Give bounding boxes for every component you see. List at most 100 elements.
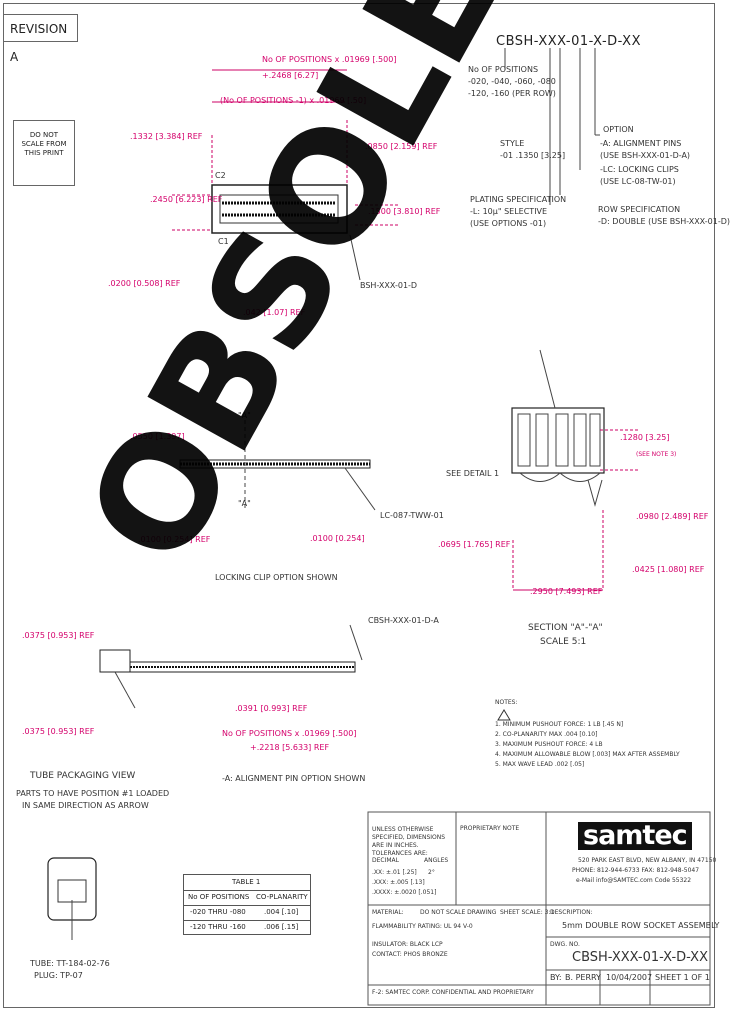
cbsh-label: CBSH-XXX-01-D-A: [368, 616, 439, 625]
label-c2: C2: [215, 171, 226, 180]
tolerance-angles: ANGLES: [424, 857, 449, 864]
spec-plating: PLATING SPECIFICATION: [470, 195, 567, 204]
spec-style: STYLE: [500, 139, 525, 148]
by-name: B. PERRY: [565, 973, 601, 982]
spec-per-row: -120, -160 (PER ROW): [468, 89, 556, 98]
spec-option-lc: -LC: LOCKING CLIPS: [600, 165, 679, 174]
dim-ref-13: .0980 [2.489] REF: [636, 512, 709, 521]
address-1: 520 PARK EAST BLVD, NEW ALBANY, IN 47150: [578, 857, 717, 864]
donot-line-1: DO NOT: [29, 131, 59, 139]
dim-ref-19: +.2218 [5.633] REF: [250, 743, 330, 752]
dim-ref-12: .0425 [1.080] REF: [632, 565, 705, 574]
note-2: 2. CO-PLANARITY MAX .004 [0.10]: [495, 731, 598, 738]
samtec-logo: samtec: [578, 822, 692, 850]
donot-line-2: SCALE FROM: [21, 140, 67, 149]
dim-ref-8: .0100 [0.254] REF: [138, 535, 211, 544]
tube-note-1: PARTS TO HAVE POSITION #1 LOADED: [16, 789, 170, 798]
dim-ref-5: .0200 [0.508] REF: [108, 279, 181, 288]
dim-ref-18: No OF POSITIONS x .01969 [.500]: [222, 729, 357, 738]
section-marker-top: "A": [238, 411, 251, 420]
spec-plating-note: (USE OPTIONS -01): [470, 219, 547, 228]
dim-ref-15: .0375 [0.953] REF: [22, 631, 95, 640]
tube-bottom-1: TUBE: TT-184-02-76: [30, 959, 110, 968]
table-cell: -020 THRU -080: [190, 908, 246, 916]
address-3: e-Mail info@SAMTEC.com Code 55322: [576, 877, 692, 884]
table-cell: -120 THRU -160: [190, 923, 246, 931]
spec-plating-val: -L: 10µ" SELECTIVE: [470, 207, 548, 216]
table-1-header-positions: No OF POSITIONS: [188, 893, 250, 901]
spec-style-val: -01 .1350 [3.25]: [500, 151, 566, 160]
material-1: INSULATOR: BLACK LCP: [372, 941, 443, 948]
material-label: MATERIAL:: [372, 909, 404, 916]
tube-title: TUBE PACKAGING VIEW: [30, 771, 136, 781]
section-scale: SCALE 5:1: [540, 637, 587, 647]
dim-ref-17: .0391 [0.993] REF: [235, 704, 308, 713]
dim-ref-14: .1280 [3.25]: [620, 433, 670, 442]
spec-row-val: -D: DOUBLE (USE BSH-XXX-01-D): [598, 217, 730, 226]
bsh-label: BSH-XXX-01-D: [360, 281, 418, 290]
sheet-scale: SHEET SCALE: 3:1: [500, 909, 555, 916]
spec-no-positions: No OF POSITIONS: [468, 65, 539, 74]
note-3: 3. MAXIMUM PUSHOUT FORCE: 4 LB: [495, 741, 603, 748]
dim-ref-4: .1500 [3.810] REF: [368, 207, 441, 216]
address-2: PHONE: 812-944-6733 FAX: 812-948-5047: [572, 867, 700, 874]
spec-row: ROW SPECIFICATION: [598, 205, 681, 214]
tube-note-2: IN SAME DIRECTION AS ARROW: [22, 801, 149, 810]
tolerance-angle-val: 2°: [428, 869, 435, 876]
donot-line-3: THIS PRINT: [24, 149, 64, 158]
description-label: DESCRIPTION:: [550, 909, 593, 916]
drawing-frame: [3, 3, 715, 1008]
part-number-top: CBSH-XXX-01-X-D-XX: [496, 34, 641, 49]
do-not-scale-drawing: DO NOT SCALE DRAWING: [420, 909, 497, 916]
dim-ref-16: .0375 [0.953] REF: [22, 727, 95, 736]
date: 10/04/2007: [606, 973, 653, 982]
table-1: TABLE 1 No OF POSITIONS CO-PLANARITY -02…: [183, 874, 311, 935]
table-cell: .004 [.10]: [264, 908, 299, 916]
revision-box: REVISION A: [3, 14, 78, 64]
description: 5mm DOUBLE ROW SOCKET ASSEMBLY: [562, 921, 720, 930]
proprietary-note: PROPRIETARY NOTE: [460, 825, 520, 832]
table-row: -020 THRU -080 .004 [.10]: [184, 905, 310, 921]
table-cell: .006 [.15]: [264, 923, 299, 931]
material-3: FLAMMABILITY RATING: UL 94 V-0: [372, 923, 473, 930]
section-title: SECTION "A"-"A": [528, 623, 603, 633]
footer-note: F-2: SAMTEC CORP. CONFIDENTIAL AND PROPR…: [372, 989, 534, 996]
spec-option: OPTION: [603, 125, 634, 134]
dwg-label: DWG. NO.: [550, 941, 580, 948]
dim-ref-11: .2950 [7.493] REF: [530, 587, 603, 596]
spec-option-lc2: (USE LC-08-TW-01): [600, 177, 676, 186]
note-5: 5. MAX WAVE LEAD .002 [.05]: [495, 761, 585, 768]
note-1: 1. MINIMUM PUSHOUT FORCE: 1 LB [.45 N]: [495, 721, 624, 728]
material-2: CONTACT: PHOS BRONZE: [372, 951, 448, 958]
locking-clip-caption: LOCKING CLIP OPTION SHOWN: [215, 573, 338, 582]
table-1-header-row: No OF POSITIONS CO-PLANARITY: [184, 890, 310, 906]
table-1-title: TABLE 1: [232, 878, 261, 886]
label-c1: C1: [218, 237, 229, 246]
dim-ref-10: .0695 [1.765] REF: [438, 540, 511, 549]
dim-ref-7: .0550 [1.397]: [130, 432, 185, 441]
by-label: BY:: [550, 973, 562, 982]
spec-option-a2: (USE BSH-XXX-01-D-A): [600, 151, 691, 160]
tolerance-decimal: DECIMAL: [372, 857, 399, 864]
dim-ref-6: .042 [1.07] REF: [243, 308, 306, 317]
lc-label: LC-087-TWW-01: [380, 511, 444, 520]
tolerance-1: .XX: ±.01 [.25]: [372, 869, 417, 876]
table-1-title-row: TABLE 1: [184, 875, 310, 891]
dim-ref-2: .0850 [2.159] REF: [365, 142, 438, 151]
spec-option-a: -A: ALIGNMENT PINS: [600, 139, 682, 148]
alignment-caption: -A: ALIGNMENT PIN OPTION SHOWN: [222, 774, 366, 783]
table-1-header-coplanarity: CO-PLANARITY: [256, 893, 308, 901]
dwg-number: CBSH-XXX-01-X-D-XX: [572, 950, 708, 965]
tolerance-3: .XXXX: ±.0020 [.051]: [372, 889, 437, 896]
dim-positions-plus: +.2468 [6.27]: [262, 71, 319, 80]
note-4: 4. MAXIMUM ALLOWABLE BLOW [.003] MAX AFT…: [495, 751, 680, 758]
tolerance-2: .XXX: ±.005 [.13]: [372, 879, 425, 886]
see-note: (SEE NOTE 3): [636, 451, 677, 458]
dim-positions-minus: (No OF POSITIONS -1) x .01969 [.50]: [220, 96, 367, 105]
dim-ref-9: .0100 [0.254]: [310, 534, 365, 543]
notes-header: NOTES:: [495, 699, 518, 706]
spec-positions-list: -020, -040, -060, -080: [468, 77, 556, 86]
dim-ref-1: .1332 [3.384] REF: [130, 132, 203, 141]
tolerance-header: UNLESS OTHERWISE SPECIFIED, DIMENSIONS A…: [372, 826, 446, 858]
